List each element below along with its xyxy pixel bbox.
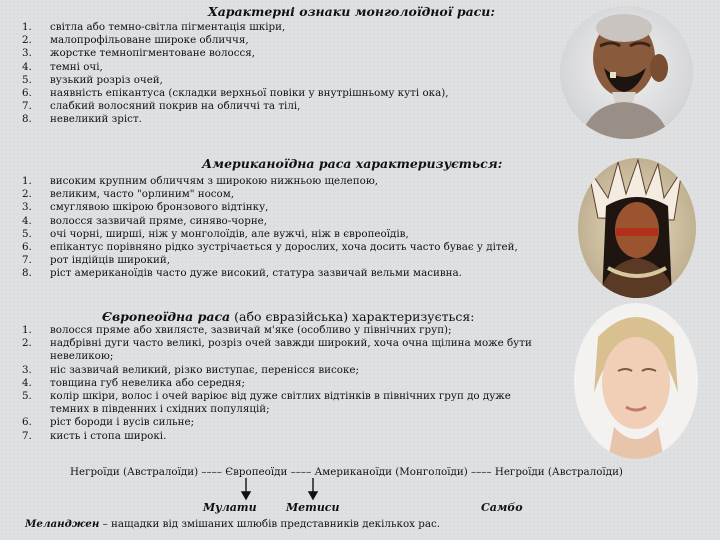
list-item-number: 8. — [22, 113, 32, 126]
list-item-text: вузький розріз очей, — [50, 73, 163, 86]
list-item-text: очі чорні, ширші, ніж у монголоїдів, але… — [50, 227, 409, 240]
melanjen-note: Меланджен – нащадки від змішаних шлюбів … — [25, 518, 440, 530]
list-item: 4. товщина губ невелика або середня; — [22, 377, 552, 390]
list-item-number: 4. — [22, 214, 32, 227]
list-item-number: 5. — [22, 227, 32, 240]
list-item-number: 4. — [22, 60, 32, 73]
mongoloid-title: Характерні ознаки монголоїдної раси: — [208, 4, 495, 19]
list-item: 8. невеликий зріст. — [22, 113, 542, 126]
list-item-text: рот індійців широкий, — [50, 254, 171, 267]
list-item-number: 3. — [22, 47, 32, 60]
list-item-text: світла або темно-світла пігментація шкір… — [50, 21, 286, 33]
list-item-number: 5. — [22, 73, 32, 86]
list-item-number: 6. — [22, 241, 32, 254]
list-item-text: ніс зазвичай великий, різко виступає, пе… — [50, 363, 359, 376]
list-item-number: 7. — [22, 254, 32, 267]
list-item-text: слабкий волосяний покрив на обличчі та т… — [50, 100, 301, 113]
list-item-number: 2. — [22, 34, 32, 47]
europeoid-photo — [574, 303, 698, 459]
list-item-text: смуглявою шкірою бронзового відтінку, — [50, 201, 269, 214]
list-item: 4. волосся зазвичай пряме, синяво-чорне, — [22, 215, 562, 228]
hybrid-mestizo: Метиси — [286, 501, 340, 514]
list-item: 6. наявність епікантуса (складки верхньої… — [22, 87, 542, 100]
list-item: 7. кисть і стопа широкі. — [22, 430, 552, 443]
list-item: 7. слабкий волосяний покрив на обличчі та… — [22, 100, 542, 113]
list-item-text: надбрівні дуги часто великі, розріз очей… — [50, 337, 532, 363]
hybrid-sambo: Самбо — [481, 501, 523, 514]
list-item-number: 1. — [22, 21, 32, 33]
list-item-text: ріст американоїдів часто дуже високий, с… — [50, 267, 462, 280]
europeoid-title: Європеоїдна раса (або євразійська) харак… — [102, 309, 474, 324]
list-item-number: 8. — [22, 267, 32, 280]
europeoid-title-bold: Європеоїдна раса — [102, 309, 231, 324]
list-item-number: 1. — [22, 324, 32, 336]
americanoid-photo — [578, 158, 696, 298]
americanoid-list: 1. високим крупним обличчям з широкою ниж… — [22, 175, 562, 281]
europeoid-list: 1. волосся пряме або хвилясте, зазвичай м… — [22, 324, 552, 443]
list-item: 5. вузький розріз очей, — [22, 74, 542, 87]
list-item: 5. колір шкіри, волос і очей варіює від д… — [22, 390, 552, 416]
list-item: 1. волосся пряме або хвилясте, зазвичай м… — [22, 324, 552, 337]
list-item-number: 7. — [22, 100, 32, 113]
list-item-text: малопрофільоване широке обличчя, — [50, 34, 249, 47]
mongoloid-list: 1. світла або темно-світла пігментація шк… — [22, 21, 542, 127]
list-item-text: жорстке темнопігментоване волосся, — [50, 47, 256, 60]
list-item: 2. малопрофільоване широке обличчя, — [22, 34, 542, 47]
list-item: 7. рот індійців широкий, — [22, 254, 562, 267]
list-item-number: 6. — [22, 87, 32, 100]
list-item-text: колір шкіри, волос і очей варіює від дуж… — [50, 390, 511, 416]
list-item-text: кисть і стопа широкі. — [50, 429, 167, 442]
list-item: 8. ріст американоїдів часто дуже високий,… — [22, 267, 562, 280]
list-item-text: великим, часто "орлиним" носом, — [50, 188, 235, 201]
hybrid-mulatto: Мулати — [203, 501, 257, 514]
melanjen-term: Меланджен — [25, 518, 100, 530]
list-item: 3. жорстке темнопігментоване волосся, — [22, 47, 542, 60]
list-item-number: 1. — [22, 175, 32, 187]
list-item-text: товщина губ невелика або середня; — [50, 376, 245, 389]
list-item: 1. світла або темно-світла пігментація шк… — [22, 21, 542, 34]
list-item-number: 2. — [22, 188, 32, 201]
list-item-text: невеликий зріст. — [50, 113, 142, 126]
list-item: 1. високим крупним обличчям з широкою ниж… — [22, 175, 562, 188]
list-item-text: темні очі, — [50, 60, 103, 73]
mongoloid-photo — [560, 6, 693, 139]
list-item-number: 5. — [22, 390, 32, 403]
list-item-number: 3. — [22, 201, 32, 214]
list-item-text: епікантус порівняно рідко зустрічається … — [50, 241, 518, 254]
list-item-text: ріст бороди і вусів сильне; — [50, 416, 195, 429]
list-item-text: наявність епікантуса (складки верхньої п… — [50, 87, 449, 100]
melanjen-text: – нащадки від змішаних шлюбів представни… — [99, 518, 441, 530]
list-item-number: 7. — [22, 429, 32, 442]
list-item: 4. темні очі, — [22, 61, 542, 74]
list-item-number: 6. — [22, 416, 32, 429]
race-chain: Негроїди (Австралоїди) –––– Європеоїди –… — [70, 466, 623, 478]
list-item-number: 4. — [22, 376, 32, 389]
list-item: 6. ріст бороди і вусів сильне; — [22, 416, 552, 429]
list-item-number: 2. — [22, 337, 32, 350]
list-item: 6. епікантус порівняно рідко зустрічаєтьс… — [22, 241, 562, 254]
list-item: 2. великим, часто "орлиним" носом, — [22, 188, 562, 201]
list-item: 5. очі чорні, ширші, ніж у монголоїдів, а… — [22, 228, 562, 241]
list-item-text: волосся зазвичай пряме, синяво-чорне, — [50, 214, 268, 227]
list-item-number: 3. — [22, 363, 32, 376]
americanoid-title: Американоїдна раса характеризується: — [202, 156, 503, 171]
list-item: 2. надбрівні дуги часто великі, розріз оч… — [22, 337, 552, 363]
list-item: 3. ніс зазвичай великий, різко виступає, … — [22, 364, 552, 377]
list-item-text: волосся пряме або хвилясте, зазвичай м'я… — [50, 324, 452, 336]
europeoid-title-rest: (або євразійська) характеризується: — [230, 309, 475, 324]
list-item: 3. смуглявою шкірою бронзового відтінку, — [22, 201, 562, 214]
list-item-text: високим крупним обличчям з широкою нижнь… — [50, 175, 379, 187]
